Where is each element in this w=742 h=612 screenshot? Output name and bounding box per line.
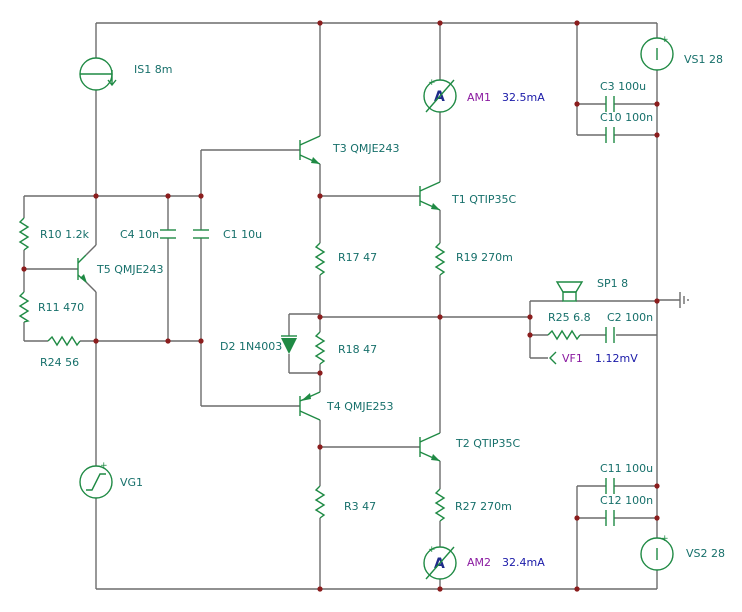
resistor-r11-symbol[interactable] — [18, 291, 30, 323]
capacitor-c3-symbol[interactable] — [605, 96, 615, 112]
capacitor-c11-symbol[interactable] — [605, 478, 615, 494]
capacitor-c2-symbol[interactable] — [605, 327, 615, 343]
resistor-r18-symbol[interactable] — [314, 331, 326, 365]
am2-value: 32.4mA — [502, 556, 545, 569]
d2-label: D2 1N4003 — [220, 340, 282, 353]
r19-label: R19 270m — [456, 251, 513, 264]
ground-icon — [679, 292, 689, 308]
c1-label: C1 10u — [223, 228, 262, 241]
am1-name: AM1 — [467, 91, 491, 104]
voltage-generator-vg1-symbol[interactable]: + — [79, 461, 113, 499]
is1-label: IS1 8m — [134, 63, 172, 76]
c11-label: C11 100u — [600, 462, 653, 475]
svg-text:+: + — [100, 461, 108, 471]
vs1-label: VS1 28 — [684, 53, 723, 66]
svg-text:+: + — [428, 78, 436, 88]
r18-label: R18 47 — [338, 343, 377, 356]
resistor-r24-symbol[interactable] — [47, 335, 81, 347]
c3-label: C3 100u — [600, 80, 646, 93]
c2-label: C2 100n — [607, 311, 653, 324]
t1-label: T1 QTIP35C — [451, 193, 516, 206]
resistor-r27-symbol[interactable] — [434, 488, 446, 522]
junction-dots — [21, 20, 660, 592]
ammeter-am2-symbol[interactable]: A + — [423, 545, 457, 580]
am2-name: AM2 — [467, 556, 491, 569]
c12-label: C12 100n — [600, 494, 653, 507]
voltage-source-vs1-symbol[interactable]: + — [640, 35, 674, 71]
transistor-t5-symbol[interactable] — [77, 254, 87, 283]
svg-text:+: + — [661, 534, 669, 544]
vf1-value: 1.12mV — [595, 352, 638, 365]
r24-label: R24 56 — [40, 356, 79, 369]
resistor-r3-symbol[interactable] — [314, 485, 326, 519]
diode-d2-symbol[interactable] — [281, 335, 297, 354]
vf1-name: VF1 — [562, 352, 583, 365]
svg-text:+: + — [661, 35, 669, 45]
transistor-t1-symbol[interactable] — [419, 181, 441, 211]
voltage-probe-vf1-symbol[interactable] — [549, 351, 557, 365]
svg-text:+: + — [428, 545, 436, 555]
c4-label: C4 10n — [120, 228, 159, 241]
resistor-r10-symbol[interactable] — [18, 217, 30, 251]
ammeter-am1-symbol[interactable]: A + — [423, 78, 457, 113]
wires — [23, 22, 680, 590]
r11-label: R11 470 — [38, 301, 84, 314]
t2-label: T2 QTIP35C — [455, 437, 520, 450]
capacitor-c4-symbol[interactable] — [160, 229, 176, 239]
am1-value: 32.5mA — [502, 91, 545, 104]
voltage-source-vs2-symbol[interactable]: + — [640, 534, 674, 571]
capacitor-c1-symbol[interactable] — [193, 229, 209, 239]
r3-label: R3 47 — [344, 500, 376, 513]
r10-label: R10 1.2k — [40, 228, 90, 241]
resistor-r19-symbol[interactable] — [434, 242, 446, 276]
transistor-t2-symbol[interactable] — [419, 432, 441, 462]
capacitor-c12-symbol[interactable] — [605, 510, 615, 526]
sp1-label: SP1 8 — [597, 277, 628, 290]
transistor-t3-symbol[interactable] — [299, 135, 321, 165]
resistor-r25-symbol[interactable] — [547, 329, 581, 341]
t5-label: T5 QMJE243 — [96, 263, 164, 276]
capacitor-c10-symbol[interactable] — [605, 127, 615, 143]
current-source-is1-symbol[interactable] — [79, 57, 117, 91]
speaker-sp1-symbol[interactable] — [555, 281, 584, 302]
r25-label: R25 6.8 — [548, 311, 591, 324]
transistor-t4-symbol[interactable] — [299, 391, 321, 421]
vg1-label: VG1 — [120, 476, 143, 489]
resistor-r17-symbol[interactable] — [314, 242, 326, 276]
t4-label: T4 QMJE253 — [326, 400, 394, 413]
r27-label: R27 270m — [455, 500, 512, 513]
vs2-label: VS2 28 — [686, 547, 725, 560]
c10-label: C10 100n — [600, 111, 653, 124]
r17-label: R17 47 — [338, 251, 377, 264]
t3-label: T3 QMJE243 — [332, 142, 400, 155]
